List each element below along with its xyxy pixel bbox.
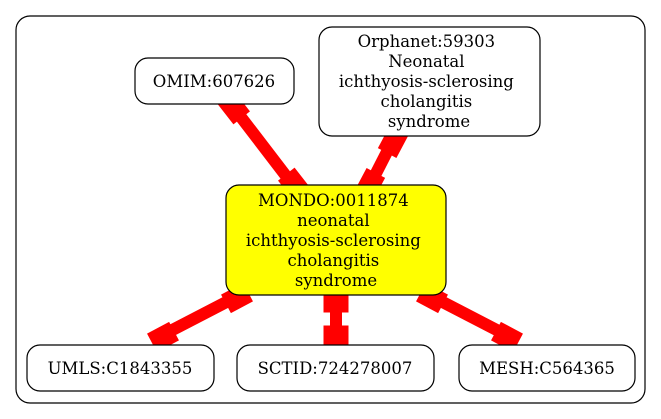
- node-sctid-label: SCTID:724278007: [258, 359, 413, 378]
- node-orphanet-id: Orphanet:59303: [358, 32, 496, 51]
- svg-text:Orphanet:59303 Neonatal: Orphanet:59303 Neonatal ichthyosis-scler…: [339, 32, 519, 131]
- node-orphanet[interactable]: Orphanet:59303 Neonatal ichthyosis-scler…: [318, 26, 541, 137]
- node-mesh[interactable]: MESH:C564365: [458, 344, 636, 392]
- node-orphanet-line-3: ichthyosis-sclerosing: [339, 72, 514, 91]
- node-orphanet-line-5: syndrome: [388, 112, 470, 131]
- svg-text:MONDO:0011874 neonatal: MONDO:0011874 neonatal ichthyosis-sclero…: [246, 191, 426, 290]
- node-sctid[interactable]: SCTID:724278007: [236, 344, 435, 392]
- node-omim[interactable]: OMIM:607626: [134, 57, 295, 105]
- node-mondo-line-3: ichthyosis-sclerosing: [246, 231, 421, 250]
- node-mondo-line-2: neonatal: [297, 211, 370, 230]
- node-mesh-label: MESH:C564365: [479, 359, 615, 378]
- node-mondo-line-4: cholangitis: [287, 251, 379, 270]
- node-umls[interactable]: UMLS:C1843355: [26, 344, 215, 392]
- node-orphanet-line-2: Neonatal: [388, 52, 464, 71]
- node-mondo[interactable]: MONDO:0011874 neonatal ichthyosis-sclero…: [225, 184, 447, 296]
- node-mondo-line-5: syndrome: [295, 271, 377, 290]
- node-omim-label: OMIM:607626: [153, 72, 275, 91]
- node-mondo-id: MONDO:0011874: [258, 191, 409, 210]
- node-umls-label: UMLS:C1843355: [48, 359, 193, 378]
- node-orphanet-line-4: cholangitis: [380, 92, 472, 111]
- edge-mondo-to-sctid: [323, 291, 349, 347]
